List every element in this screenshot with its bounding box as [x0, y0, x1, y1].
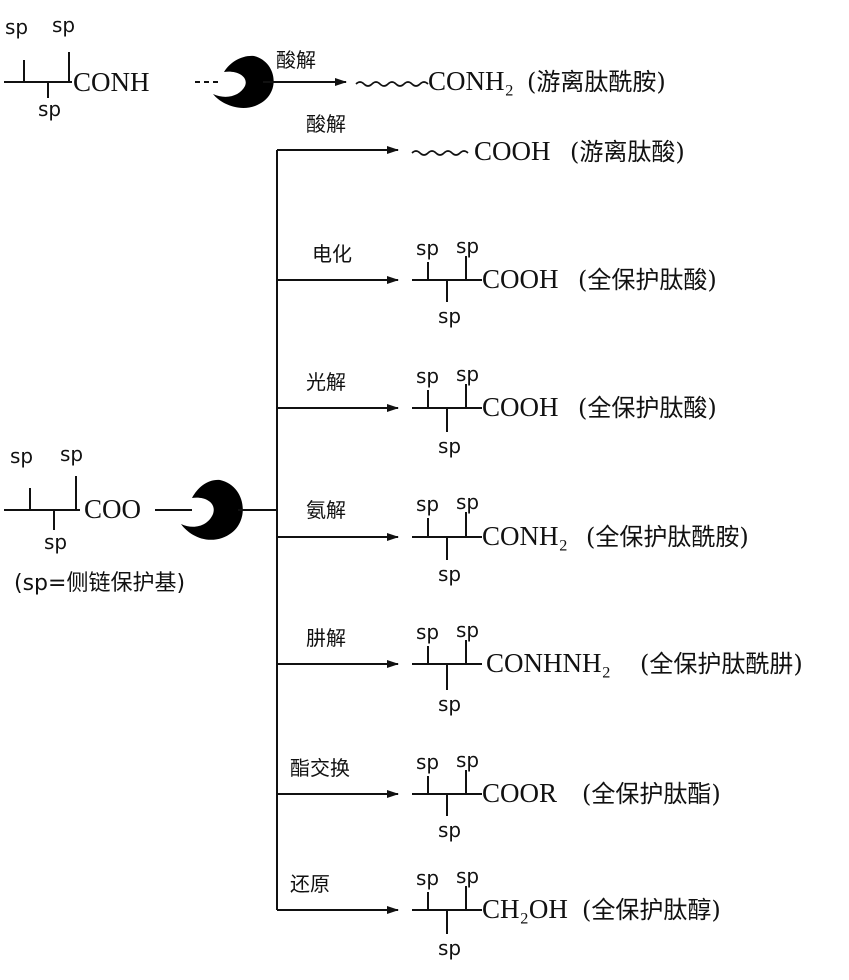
left-sp-right: sp: [60, 442, 84, 466]
branch-3-reagent: 光解: [306, 370, 346, 394]
left-sp-bottom: sp: [44, 530, 68, 554]
top-skeleton: [4, 52, 72, 98]
branch-5-sp-left: sp: [416, 620, 440, 644]
branch-7-sp-bottom: sp: [438, 936, 462, 960]
top-reagent: 酸解: [276, 48, 316, 72]
branch-3-product-name: (全保护肽酸): [578, 394, 717, 422]
top-product: CONH₂: [428, 66, 514, 96]
branch-7-product: CH₂OH: [482, 894, 568, 924]
branch-6-sp-bottom: sp: [438, 818, 462, 842]
skeleton-3: [412, 384, 482, 432]
branch-7-product-name: (全保护肽醇): [582, 896, 721, 924]
branch-4-product-name: (全保护肽酰胺): [586, 523, 749, 551]
sp-note: (sp=侧链保护基): [14, 571, 186, 596]
branch-4-sp-left: sp: [416, 492, 440, 516]
branch-1-reagent: 酸解: [306, 112, 346, 136]
top-sp-bottom: sp: [38, 97, 62, 121]
skeleton-7: [412, 886, 482, 934]
branch-1-product-name: (游离肽酸): [570, 138, 685, 166]
branch-6-sp-right: sp: [456, 748, 480, 772]
top-group: CONH: [73, 67, 150, 97]
branch-6-product: COOR: [482, 778, 558, 808]
top-sp-left: sp: [5, 15, 29, 39]
top-product-name: (游离肽酰胺): [527, 68, 666, 96]
resin-bead-left: [181, 479, 243, 540]
branch-5-product: CONHNH₂: [486, 648, 611, 678]
skeleton-2: [412, 256, 482, 302]
branch-3-product: COOH: [482, 392, 559, 422]
skeleton-4: [412, 512, 482, 560]
branch-3-sp-bottom: sp: [438, 434, 462, 458]
branch-2-product-name: (全保护肽酸): [578, 266, 717, 294]
branch-1-product: COOH: [474, 136, 551, 166]
resin-bead-top: [213, 55, 274, 108]
skeleton-5: [412, 640, 482, 690]
branch-6-sp-left: sp: [416, 750, 440, 774]
branch-2-product: COOH: [482, 264, 559, 294]
left-sp-left: sp: [10, 444, 34, 468]
branch-2-sp-bottom: sp: [438, 304, 462, 328]
branch-3-sp-right: sp: [456, 362, 480, 386]
product-skeletons: [412, 256, 482, 934]
branch-6-reagent: 酯交换: [290, 756, 350, 780]
branch-5-sp-bottom: sp: [438, 692, 462, 716]
top-wavy: [355, 81, 429, 87]
branch-5-product-name: (全保护肽酰肼): [640, 650, 803, 678]
branch-4-product: CONH₂: [482, 521, 568, 551]
branch-3-sp-left: sp: [416, 364, 440, 388]
branch-4-sp-bottom: sp: [438, 562, 462, 586]
branch-2-reagent: 电化: [312, 242, 352, 266]
branch-4-reagent: 氨解: [306, 498, 346, 522]
branch-5-sp-right: sp: [456, 618, 480, 642]
skeleton-6: [412, 770, 482, 816]
top-sp-right: sp: [52, 13, 76, 37]
branch-1-wavy: [411, 150, 469, 156]
branch-arrows: [277, 146, 399, 914]
branch-7-sp-right: sp: [456, 864, 480, 888]
branch-4-sp-right: sp: [456, 490, 480, 514]
left-skeleton: [4, 476, 80, 530]
branch-2-sp-right: sp: [456, 234, 480, 258]
branch-7-sp-left: sp: [416, 866, 440, 890]
left-group: COO: [84, 494, 142, 524]
branch-7-reagent: 还原: [290, 872, 330, 896]
branch-5-reagent: 肼解: [306, 626, 346, 650]
branch-2-sp-left: sp: [416, 236, 440, 260]
branch-6-product-name: (全保护肽酯): [582, 780, 721, 808]
